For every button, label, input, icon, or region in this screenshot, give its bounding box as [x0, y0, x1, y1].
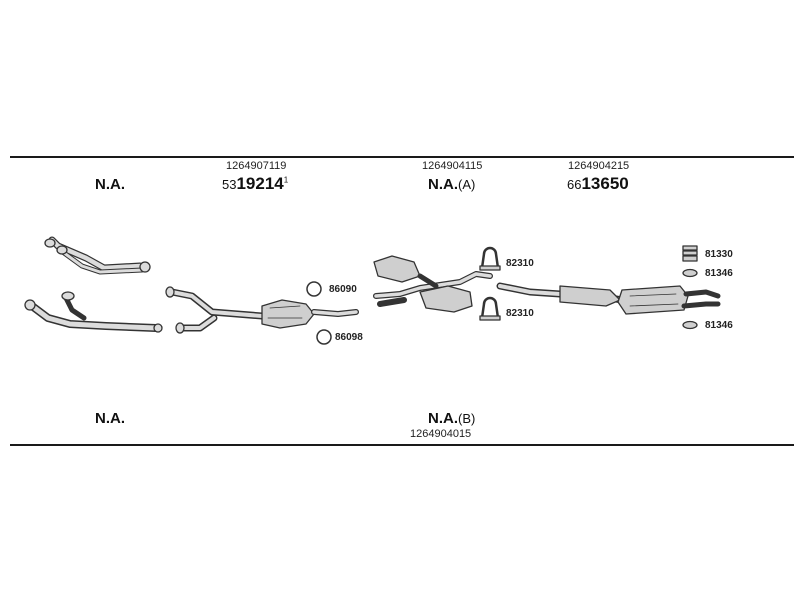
header-col1-label: N.A.	[95, 176, 125, 193]
mount-top-icon[interactable]	[682, 245, 698, 262]
header-col3-label: N.A.	[428, 176, 458, 193]
top-rule	[10, 156, 794, 158]
bottom-rule	[10, 444, 794, 446]
header-col2-prefix: 53	[222, 177, 237, 192]
header-col2-main: 19214	[236, 174, 284, 193]
header-col4-prefix: 66	[567, 177, 582, 192]
footer-col3-number: 1264904015	[410, 428, 472, 440]
part-code-mount-top: 81330	[705, 249, 733, 260]
front-pipe-lower[interactable]	[24, 291, 163, 333]
intermediate-pipe[interactable]	[373, 255, 493, 313]
footer-col1-label: N.A.	[95, 410, 125, 427]
header-col2-code: 53192141	[222, 174, 288, 194]
rear-muffler[interactable]	[496, 282, 721, 315]
mount-mid-icon[interactable]	[682, 268, 698, 278]
header-col3-variant: (A)	[458, 177, 476, 192]
part-code-mount-mid: 81346	[705, 268, 733, 279]
part-code-clamp-upper: 82310	[506, 258, 534, 269]
footer-col3-variant: (B)	[458, 411, 476, 426]
part-code-mount-bottom: 81346	[705, 320, 733, 331]
ring-lower-icon[interactable]	[316, 329, 332, 345]
part-code-ring-upper: 86090	[329, 284, 357, 295]
footer-col3-label: N.A.	[428, 410, 458, 427]
header-col2-suffix: 1	[283, 175, 289, 185]
y-pipe-catalyst[interactable]	[165, 286, 359, 334]
header-col3-number: 1264904115	[422, 160, 483, 172]
mount-bottom-icon[interactable]	[682, 320, 698, 330]
header-col4-number: 1264904215	[568, 160, 630, 172]
header-col4-code: 6613650	[567, 174, 629, 194]
part-code-ring-lower: 86098	[335, 332, 363, 343]
ring-upper-icon[interactable]	[306, 281, 322, 297]
front-pipe-upper[interactable]	[44, 236, 151, 275]
part-code-clamp-lower: 82310	[506, 308, 534, 319]
header-col4-main: 13650	[581, 174, 629, 193]
clamp-lower-icon[interactable]	[479, 296, 501, 321]
header-col2-number: 1264907119	[226, 160, 287, 172]
footer-col3-code: N.A.(B)	[428, 410, 475, 428]
header-col3-code: N.A.(A)	[428, 176, 475, 194]
clamp-upper-icon[interactable]	[479, 246, 501, 271]
